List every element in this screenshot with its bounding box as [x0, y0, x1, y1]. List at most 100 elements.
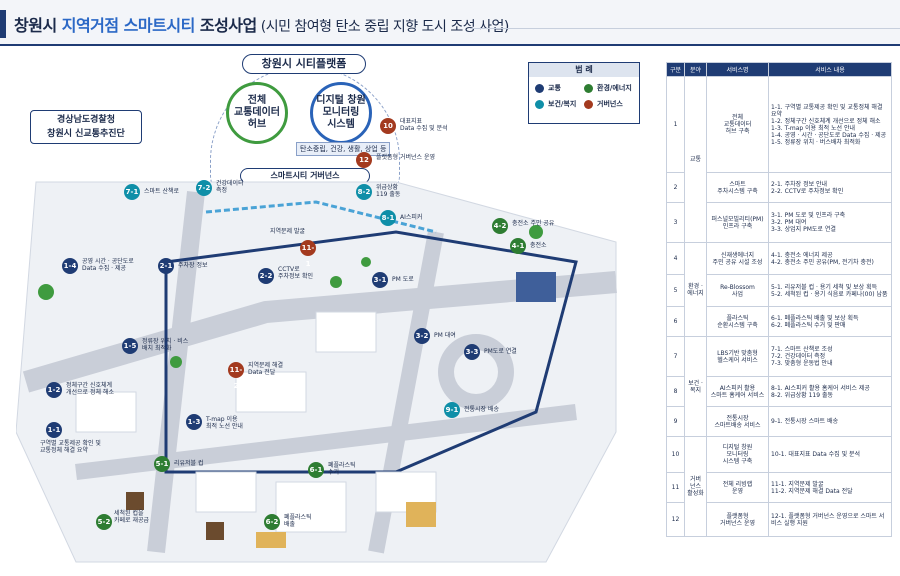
row-service: AI스피커 활용 스마트 홈케어 서비스: [706, 376, 769, 407]
legend-label-governance: 거버넌스: [597, 100, 623, 108]
legend-item-traffic: 교통: [535, 83, 584, 93]
caption-4-1: 충전소: [530, 242, 547, 249]
table-row: 10 거버 넌스 활성화 디지털 창원 모니터링 시스템 구축 10-1. 대표…: [666, 436, 892, 537]
badge-2-2: 2-2: [258, 268, 274, 284]
title-part-project: 조성사업: [194, 16, 257, 35]
row-content: 5-1. 리유저블 컵 · 용기 세척 및 보상 획득 5-2. 세척된 컵 ·…: [768, 274, 892, 307]
row-field-governance: 거버 넌스 활성화: [684, 436, 707, 537]
row-num: 2: [666, 172, 685, 203]
caption-1-3: T-map 이용 최적 노선 안내: [206, 416, 243, 430]
header-num: 구분: [666, 62, 685, 77]
row-service: 전체 교통데이터 허브 구축: [706, 76, 769, 173]
table-row: 12 플랫폼형 거버넌스 운영 12-1. 플랫폼형 거버넌스 운영으로 스마트…: [666, 502, 892, 537]
traffic-data-hub-label: 전체 교통데이터 허브: [234, 95, 280, 130]
tree-3: [330, 276, 342, 288]
badge-10: 10: [380, 118, 396, 134]
table-row: 7 보건 · 복지 LBS기반 맞춤형 헬스케어 서비스 7-1. 스마트 산책…: [666, 336, 892, 437]
road-main: [22, 271, 617, 393]
row-field-traffic: 교통: [684, 76, 707, 243]
legend-dot-energy: [584, 83, 593, 93]
table-row: 3 퍼스널모빌리티(PM) 인프라 구축 3-1. PM 도로 및 인프라 구축…: [666, 202, 892, 243]
legend-dot-welfare: [535, 99, 544, 109]
caption-7-1: 스마트 산책로: [144, 188, 180, 195]
caption-3-1: PM 도로: [392, 276, 414, 283]
caption-1-4: 공영 시간 · 공단도로 Data 수집 · 제공: [82, 258, 134, 272]
row-content: 11-1. 지역문제 발굴 11-2. 지역문제 해결 Data 전달: [768, 472, 892, 503]
row-num: 6: [666, 306, 685, 337]
caption-1-1: 구역별 교통제공 확인 및 교통정체 해결 요약: [40, 440, 101, 454]
police-line-1: 경상남도경찰청: [57, 115, 115, 125]
row-field-energy: 환경 · 에너지: [684, 242, 707, 337]
badge-5-1: 5-1: [154, 456, 170, 472]
row-service: 플랫폼형 거버넌스 운영: [706, 502, 769, 537]
building-market: [406, 502, 436, 527]
caption-1-5: 정류장 위치 · 비스 배치 최적화: [142, 338, 189, 352]
title-subtitle: (시민 참여형 탄소 중립 지향 도시 조성 사업): [260, 19, 510, 35]
row-num: 4: [666, 242, 685, 275]
caption-1-2: 정체구간 신호체계 개선으로 정체 해소: [66, 382, 114, 396]
block-3: [315, 311, 377, 353]
legend-item-energy: 환경/에너지: [584, 83, 633, 93]
row-num: 3: [666, 202, 685, 243]
caption-8-1: AI스피커: [400, 214, 423, 221]
service-table-panel: 구분 분야 서비스명 서비스 내용 1 교통 전체 교통데이터 허브 구축 1-…: [666, 62, 892, 552]
legend-item-governance: 거버넌스: [584, 99, 633, 109]
row-service: 플라스틱 순환시스템 구축: [706, 306, 769, 337]
badge-1-3: 1-3: [186, 414, 202, 430]
walk-route-line: [205, 200, 437, 234]
caption-10: 대표지표 Data 수집 및 분석: [400, 118, 448, 132]
table-row: 6 플라스틱 순환시스템 구축 6-1. 폐플라스틱 배출 및 보상 획득 6-…: [666, 306, 892, 337]
block-1: [75, 391, 137, 433]
block-4: [195, 471, 257, 513]
building-charge: [516, 272, 556, 302]
legend-label-traffic: 교통: [548, 84, 561, 92]
caption-11-2: 지역문제 해결 Data 전달: [248, 362, 284, 376]
badge-3-3: 3-3: [464, 344, 480, 360]
badge-11-1: 11-1: [300, 240, 316, 268]
row-content: 2-1. 주차장 정보 안내 2-2. CCTV로 주차정보 확인: [768, 172, 892, 203]
row-content: 7-1. 스마트 산책로 조성 7-2. 건강데이터 측정 7-3. 맞춤형 운…: [768, 336, 892, 377]
row-field-welfare: 보건 · 복지: [684, 336, 707, 437]
badge-5-2: 5-2: [96, 514, 112, 530]
row-content: 8-1. AI스피커 활용 홈케어 서비스 제공 8-2. 위급상황 119 출…: [768, 376, 892, 407]
row-num: 5: [666, 274, 685, 307]
table-row: 1 교통 전체 교통데이터 허브 구축 1-1. 구역별 교통제공 확인 및 교…: [666, 76, 892, 243]
table-row: 5 Re-Blossom 사업 5-1. 리유저블 컵 · 용기 세척 및 보상…: [666, 274, 892, 307]
badge-7-1: 7-1: [124, 184, 140, 200]
row-content: 10-1. 대표지표 Data 수집 및 분석: [768, 436, 892, 473]
caption-3-2: PM 대여: [434, 332, 456, 339]
tree-2: [170, 356, 182, 368]
badge-4-1: 4-1: [510, 238, 526, 254]
legend: 범 례 교통 환경/에너지 보건/복지 거버넌스: [528, 62, 640, 124]
row-num: 8: [666, 376, 685, 407]
truck: [256, 532, 286, 548]
caption-5-2: 세척된 컵을 카페로 재공급: [114, 510, 150, 524]
digital-monitoring-label: 디지털 창원 모니터링 시스템: [316, 95, 366, 130]
badge-8-1: 8-1: [380, 210, 396, 226]
table-row: 9 전통시장 스마트배송 서비스 9-1. 전통시장 스마트 배송: [666, 406, 892, 437]
row-num: 7: [666, 336, 685, 377]
badge-1-5: 1-5: [122, 338, 138, 354]
caption-8-2: 위급상황 119 출동: [376, 184, 401, 198]
title-part-city: 창원시: [14, 16, 62, 35]
badge-1-2: 1-2: [46, 382, 62, 398]
row-service: 퍼스널모빌리티(PM) 인프라 구축: [706, 202, 769, 243]
row-content: 3-1. PM 도로 및 인프라 구축 3-2. PM 대여 3-3. 상업지 …: [768, 202, 892, 243]
badge-6-2: 6-2: [264, 514, 280, 530]
badge-12: 12: [356, 152, 372, 168]
title-bar: 창원시 지역거점 스마트시티 조성사업(시민 참여형 탄소 중립 지향 도시 조…: [0, 0, 900, 46]
row-service: 전체 리빙랩 운영: [706, 472, 769, 503]
row-content: 9-1. 전통시장 스마트 배송: [768, 406, 892, 437]
badge-1-1: 1-1: [46, 422, 62, 438]
tree-4: [529, 225, 543, 239]
row-service: 스마트 주차시스템 구축: [706, 172, 769, 203]
caption-5-1: 리유저블 컵: [174, 460, 204, 467]
platform-label: 창원시 시티플랫폼: [242, 54, 366, 74]
legend-label-energy: 환경/에너지: [597, 84, 632, 92]
page-title: 창원시 지역거점 스마트시티 조성사업(시민 참여형 탄소 중립 지향 도시 조…: [14, 12, 509, 36]
legend-header: 범 례: [529, 63, 639, 77]
title-accent: [0, 10, 6, 38]
title-part-highlight: 지역거점 스마트시티: [61, 16, 196, 35]
badge-6-1: 6-1: [308, 462, 324, 478]
title-divider: [470, 28, 900, 29]
